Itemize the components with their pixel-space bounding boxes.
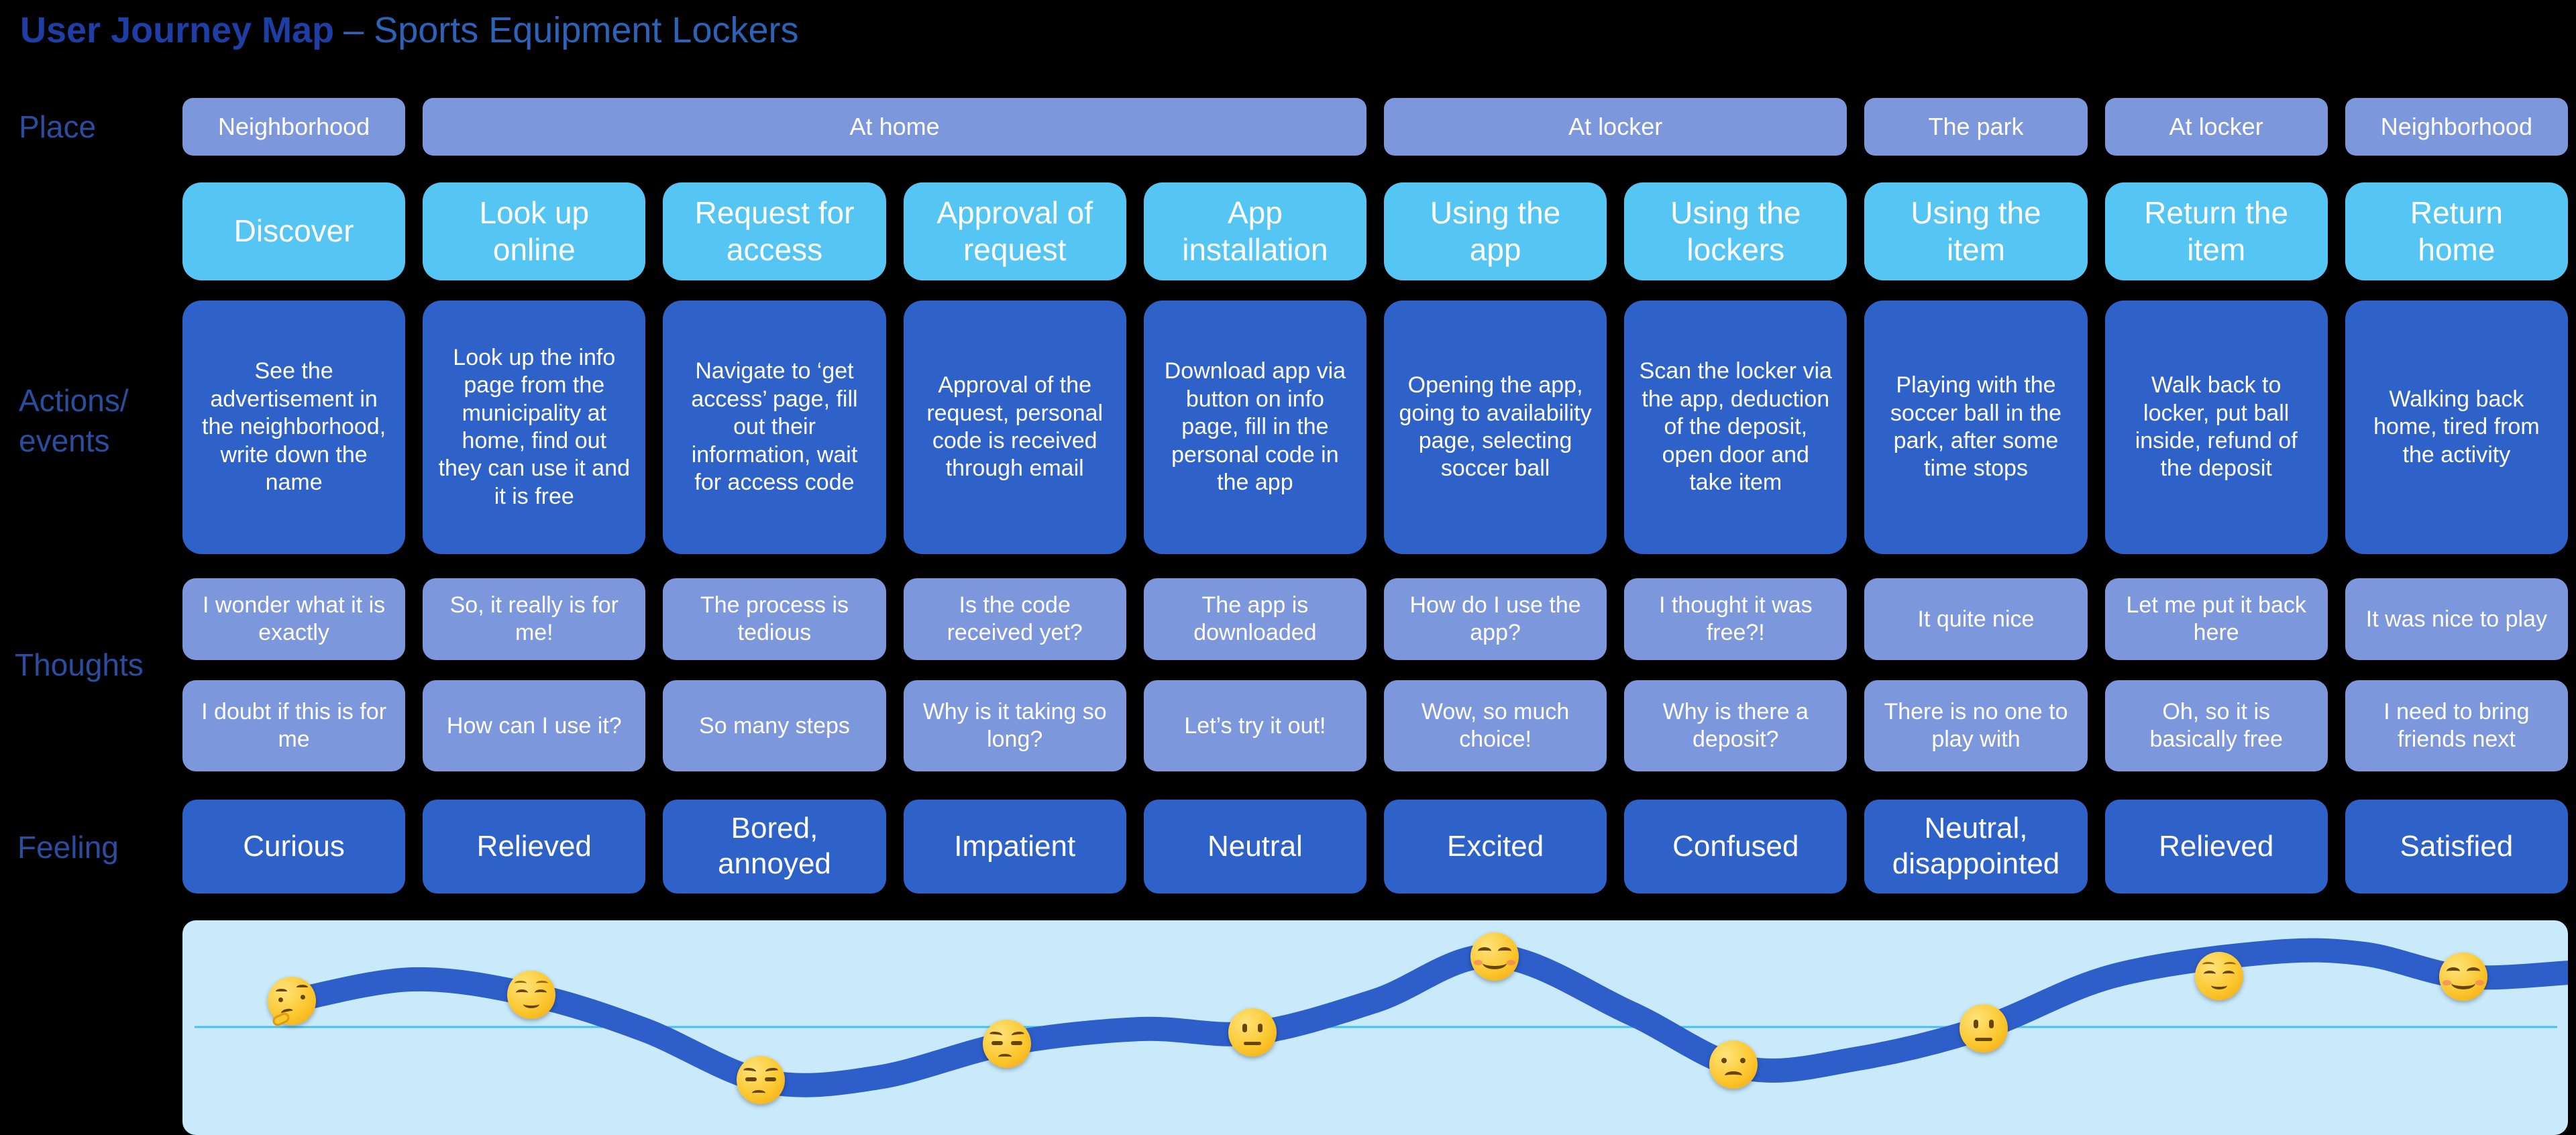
relieved-face-emoji	[507, 971, 555, 1019]
place-box-at-home: At home	[423, 98, 1366, 156]
feeling-box: Curious	[182, 800, 406, 894]
thoughts-row-2: I doubt if this is for me How can I use …	[182, 680, 2568, 771]
thought-card: I doubt if this is for me	[182, 680, 406, 771]
relieved-face-emoji-2	[2195, 952, 2243, 1000]
thought-card: The app is downloaded	[1143, 578, 1366, 660]
row-label-feeling: Feeling	[17, 830, 119, 865]
stage-box-app-installation: App installation	[1143, 182, 1366, 280]
feeling-box: Satisfied	[2345, 800, 2568, 894]
stage-box-return-the-item: Return the item	[2104, 182, 2328, 280]
action-card: See the advertisement in the neighborhoo…	[182, 301, 406, 554]
emotion-curve-panel	[182, 920, 2568, 1135]
place-box-neighborhood-2: Neighborhood	[2345, 98, 2568, 156]
thoughts-row-1: I wonder what it is exactly So, it reall…	[182, 578, 2568, 660]
thought-card: Is the code received yet?	[903, 578, 1126, 660]
unamused-face-emoji	[737, 1056, 785, 1104]
actions-row: See the advertisement in the neighborhoo…	[182, 301, 2568, 554]
feeling-box: Excited	[1384, 800, 1607, 894]
thought-card: I need to bring friends next	[2345, 680, 2568, 771]
stage-row: Discover Look up online Request for acce…	[182, 182, 2568, 280]
stage-box-return-home: Return home	[2345, 182, 2568, 280]
place-box-neighborhood: Neighborhood	[182, 98, 406, 156]
feeling-box: Bored, annoyed	[663, 800, 886, 894]
thought-card: So, it really is for me!	[423, 578, 646, 660]
thought-card: Let me put it back here	[2104, 578, 2328, 660]
smiling-face-emoji	[1470, 932, 1519, 981]
thought-card: I wonder what it is exactly	[182, 578, 406, 660]
thought-card: Why is it taking so long?	[903, 680, 1126, 771]
feeling-box: Neutral, disappointed	[1864, 800, 2088, 894]
thought-card: Oh, so it is basically free	[2104, 680, 2328, 771]
thought-card: It quite nice	[1864, 578, 2088, 660]
thought-card: I thought it was free?!	[1624, 578, 1847, 660]
stage-box-look-up-online: Look up online	[423, 182, 646, 280]
thought-card: There is no one to play with	[1864, 680, 2088, 771]
emotion-curve-chart	[195, 938, 2568, 1097]
feeling-box: Relieved	[423, 800, 646, 894]
action-card: Look up the info page from the municipal…	[423, 301, 646, 554]
neutral-face-emoji	[1228, 1008, 1277, 1057]
frowning-face-emoji	[1709, 1040, 1758, 1089]
stage-box-request-for-access: Request for access	[663, 182, 886, 280]
place-row: Neighborhood At home At locker The park …	[182, 98, 2568, 156]
action-card: Walk back to locker, put ball inside, re…	[2104, 301, 2328, 554]
action-card: Approval of the request, personal code i…	[903, 301, 1126, 554]
stage-box-using-the-app: Using the app	[1384, 182, 1607, 280]
place-box-at-locker: At locker	[1384, 98, 1847, 156]
thought-card: The process is tedious	[663, 578, 886, 660]
stage-box-discover: Discover	[182, 182, 406, 280]
thought-card: How can I use it?	[423, 680, 646, 771]
thought-card: Why is there a deposit?	[1624, 680, 1847, 771]
stage-box-approval-of-request: Approval of request	[903, 182, 1126, 280]
row-label-thoughts: Thoughts	[15, 647, 144, 682]
title-subtitle: – Sports Equipment Lockers	[343, 10, 799, 50]
action-card: Download app via button on info page, fi…	[1143, 301, 1366, 554]
thought-card: How do I use the app?	[1384, 578, 1607, 660]
page-title: User Journey Map– Sports Equipment Locke…	[20, 9, 799, 51]
feeling-box: Impatient	[903, 800, 1126, 894]
action-card: Opening the app, going to availability p…	[1384, 301, 1607, 554]
neutral-face-emoji-2	[1960, 1004, 2008, 1052]
unamused-face-emoji-2	[983, 1020, 1031, 1068]
row-label-actions-events: Actions/ events	[19, 383, 129, 458]
stage-box-using-the-item: Using the item	[1864, 182, 2088, 280]
action-card: Walking back home, tired from the activi…	[2345, 301, 2568, 554]
thinking-face-emoji	[268, 977, 316, 1028]
title-main: User Journey Map	[20, 10, 335, 50]
thought-card: Wow, so much choice!	[1384, 680, 1607, 771]
row-label-place: Place	[19, 109, 97, 144]
place-box-the-park: The park	[1864, 98, 2088, 156]
thought-card: Let’s try it out!	[1143, 680, 1366, 771]
stage-box-using-the-lockers: Using the lockers	[1624, 182, 1847, 280]
feeling-row: Curious Relieved Bored, annoyed Impatien…	[182, 800, 2568, 894]
thought-card: It was nice to play	[2345, 578, 2568, 660]
feeling-box: Neutral	[1143, 800, 1366, 894]
action-card: Playing with the soccer ball in the park…	[1864, 301, 2088, 554]
feeling-box: Relieved	[2104, 800, 2328, 894]
action-card: Scan the locker via the app, deduction o…	[1624, 301, 1847, 554]
thought-card: So many steps	[663, 680, 886, 771]
place-box-at-locker-2: At locker	[2104, 98, 2328, 156]
action-card: Navigate to ‘get access’ page, fill out …	[663, 301, 886, 554]
smiling-face-emoji-2	[2439, 953, 2487, 1001]
feeling-box: Confused	[1624, 800, 1847, 894]
